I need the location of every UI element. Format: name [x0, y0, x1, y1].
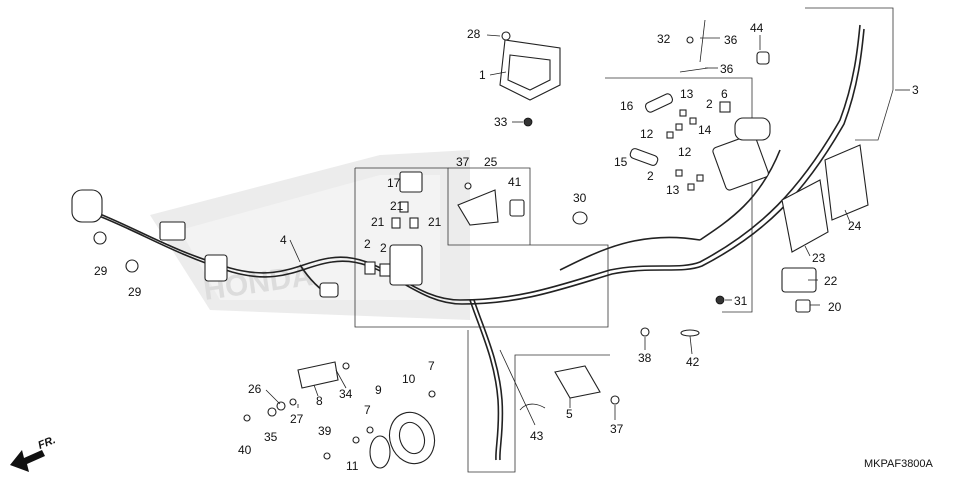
- label-39: 39: [318, 424, 332, 438]
- label-9: 9: [375, 383, 382, 397]
- label-7b: 7: [364, 403, 371, 417]
- label-8: 8: [316, 394, 323, 408]
- horn-assembly: [243, 361, 436, 469]
- label-24: 24: [848, 219, 862, 233]
- label-2a: 2: [706, 97, 713, 111]
- diagram-code: MKPAF3800A: [864, 458, 933, 470]
- label-31: 31: [734, 294, 748, 308]
- front-direction-arrow: [10, 450, 45, 472]
- label-23: 23: [812, 251, 826, 265]
- leader-lines: [265, 34, 910, 426]
- label-26: 26: [248, 382, 262, 396]
- label-33: 33: [494, 115, 508, 129]
- label-42: 42: [686, 355, 700, 369]
- label-21b: 21: [371, 215, 385, 229]
- label-6: 6: [721, 87, 728, 101]
- relay-group: [364, 171, 423, 286]
- label-35: 35: [264, 430, 278, 444]
- label-28: 28: [467, 27, 481, 41]
- label-25: 25: [484, 155, 498, 169]
- label-2d: 2: [380, 241, 387, 255]
- label-37b: 37: [610, 422, 624, 436]
- control-units: [781, 144, 869, 313]
- label-22: 22: [824, 274, 838, 288]
- label-13b: 13: [666, 183, 680, 197]
- label-13a: 13: [680, 87, 694, 101]
- label-11: 11: [346, 459, 359, 473]
- fasteners: [640, 295, 725, 337]
- rear-coupler: [71, 189, 339, 298]
- label-29b: 29: [128, 285, 142, 299]
- grommet-30: [572, 211, 588, 225]
- bracket-5: [519, 365, 620, 411]
- label-34: 34: [339, 387, 353, 401]
- label-17: 17: [387, 176, 401, 190]
- label-2b: 2: [647, 169, 654, 183]
- label-43: 43: [530, 429, 544, 443]
- label-12a: 12: [640, 127, 654, 141]
- clip-group: [679, 19, 770, 73]
- label-4: 4: [280, 233, 287, 247]
- label-14: 14: [698, 123, 712, 137]
- label-36a: 36: [724, 33, 738, 47]
- label-20: 20: [828, 300, 842, 314]
- label-1: 1: [479, 68, 486, 82]
- label-15: 15: [614, 155, 628, 169]
- label-32: 32: [657, 32, 671, 46]
- label-44: 44: [750, 21, 764, 35]
- label-37a: 37: [456, 155, 470, 169]
- label-3: 3: [912, 83, 919, 97]
- ecm-unit: [499, 31, 561, 127]
- part-labels: 1 2 2 2 2 2 3 4 5 6 7 7 8 9 10 11 12 12 …: [94, 21, 919, 473]
- bracket-25: [457, 182, 525, 226]
- label-36b: 36: [720, 62, 734, 76]
- label-16: 16: [620, 99, 634, 113]
- group-boxes: [354, 7, 894, 473]
- label-10: 10: [402, 372, 416, 386]
- fuse-group: [629, 93, 771, 191]
- label-40: 40: [238, 443, 252, 457]
- label-38: 38: [638, 351, 652, 365]
- label-27: 27: [290, 412, 304, 426]
- label-2c: 2: [364, 237, 371, 251]
- label-41: 41: [508, 175, 522, 189]
- label-21a: 21: [390, 199, 404, 213]
- label-12b: 12: [678, 145, 692, 159]
- label-7a: 7: [428, 359, 435, 373]
- label-29a: 29: [94, 264, 108, 278]
- label-30: 30: [573, 191, 587, 205]
- label-21c: 21: [428, 215, 442, 229]
- label-5: 5: [566, 407, 573, 421]
